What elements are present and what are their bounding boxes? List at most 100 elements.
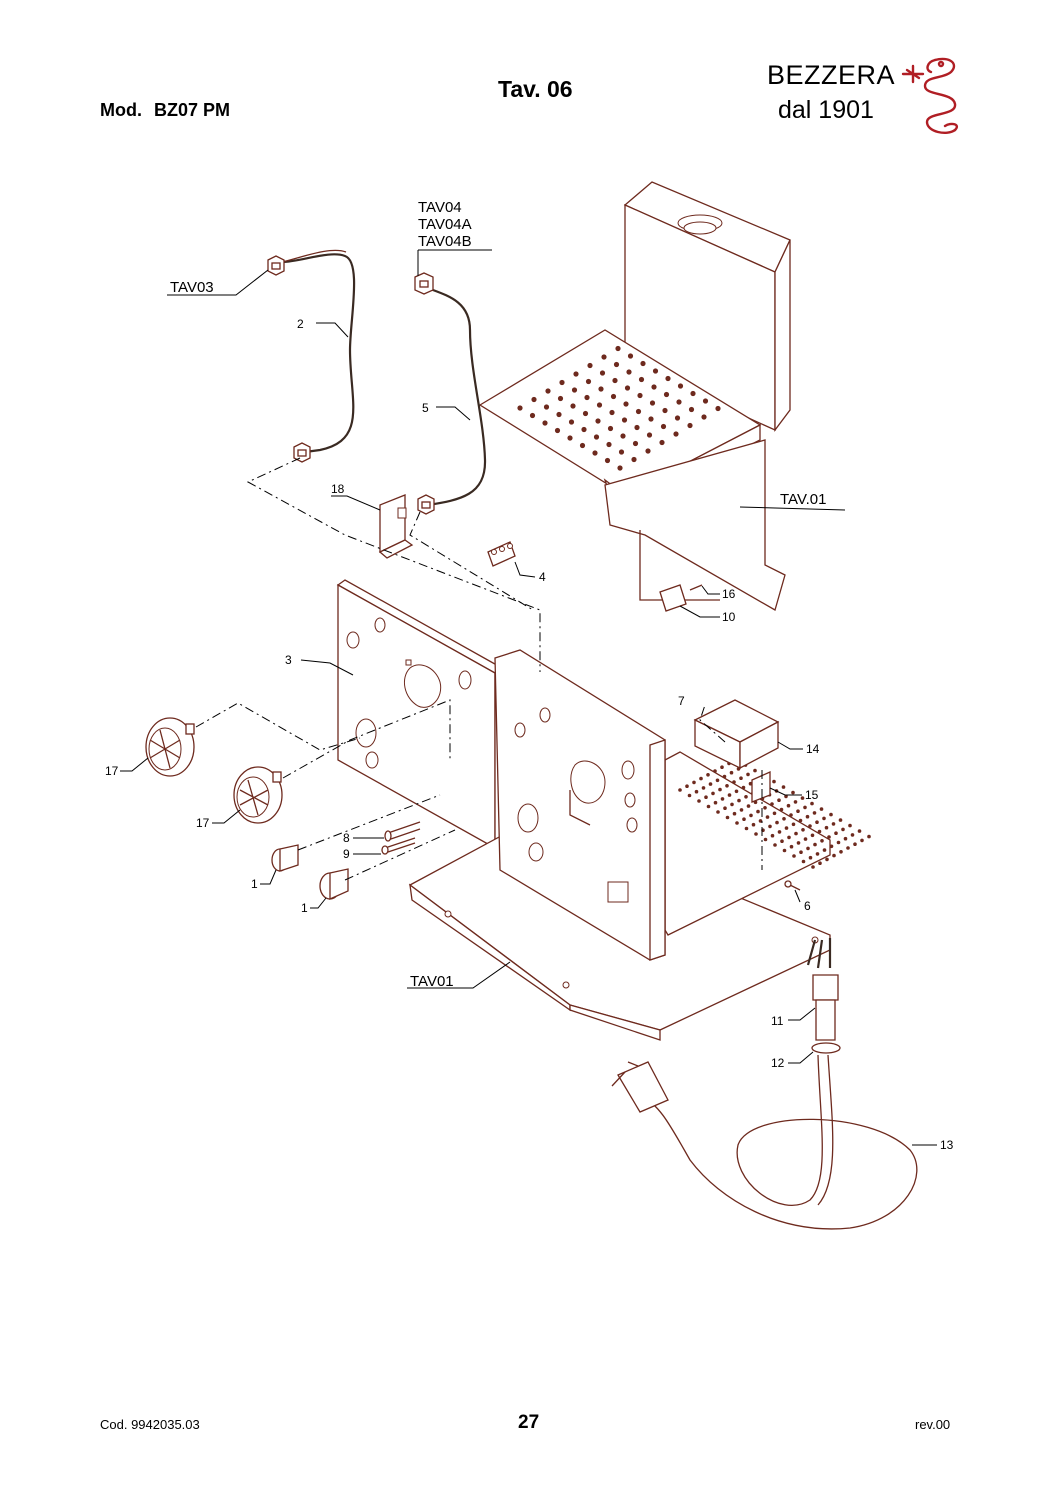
callout-8: 8 xyxy=(343,831,384,845)
perforation-hole xyxy=(739,808,744,812)
perforation-hole xyxy=(746,804,751,808)
cable-5 xyxy=(414,272,487,515)
perforation-hole xyxy=(770,833,775,838)
perforation-hole xyxy=(648,416,654,422)
perforation-hole xyxy=(688,406,695,413)
perforation-hole xyxy=(860,838,864,843)
perforation-hole xyxy=(831,822,836,826)
perforation-hole xyxy=(659,439,665,446)
document-code: Cod. 9942035.03 xyxy=(100,1417,200,1432)
switch-1-upper xyxy=(271,844,299,872)
perforation-hole xyxy=(843,836,848,841)
perforation-hole xyxy=(754,832,758,836)
perforation-hole xyxy=(811,865,815,869)
perforation-hole xyxy=(694,789,699,794)
perforation-hole xyxy=(749,813,753,818)
perforation-hole xyxy=(545,388,551,394)
perforation-hole xyxy=(556,411,562,418)
perforation-hole xyxy=(677,383,684,389)
perforation-hole xyxy=(763,837,768,842)
callout-8-label: 8 xyxy=(343,831,350,845)
callout-7-label: 7 xyxy=(678,694,685,708)
perforation-hole xyxy=(581,426,587,433)
perforation-hole xyxy=(610,393,617,400)
perforation-hole xyxy=(601,354,607,360)
perforation-hole xyxy=(631,456,637,463)
perforation-hole xyxy=(706,804,711,809)
perforation-hole xyxy=(838,818,843,822)
perforation-hole xyxy=(739,776,743,780)
perforation-hole xyxy=(735,821,739,825)
callout-17b-label: 17 xyxy=(196,816,210,830)
perforation-hole xyxy=(730,802,734,807)
perforation-hole xyxy=(598,386,604,392)
perforation-hole xyxy=(765,815,770,819)
perforation-hole xyxy=(777,830,782,834)
perforation-hole xyxy=(587,362,593,369)
perforation-hole xyxy=(746,772,750,777)
perforation-hole xyxy=(832,853,836,858)
perforation-hole xyxy=(822,848,827,852)
callout-4-label: 4 xyxy=(539,570,546,584)
callout-15: 15 xyxy=(769,787,819,802)
ref-tav-01-upper: TAV.01 xyxy=(739,491,846,511)
perforation-hole xyxy=(732,780,736,784)
ref-tav01-lower: TAV01 xyxy=(407,961,511,990)
perforation-hole xyxy=(662,407,668,414)
perforation-hole xyxy=(720,797,725,801)
perforation-hole xyxy=(638,376,645,383)
perforation-hole xyxy=(848,823,852,828)
terminal-block-4 xyxy=(487,541,516,567)
pressure-gauge-upper xyxy=(145,717,195,777)
callout-7: 7 xyxy=(678,694,685,708)
perforation-hole xyxy=(627,353,634,359)
perforation-hole xyxy=(727,793,732,797)
perforation-hole xyxy=(582,410,589,417)
perforation-hole xyxy=(660,423,667,430)
ref-tav04a-label: TAV04A xyxy=(418,216,472,233)
callout-14: 14 xyxy=(777,741,820,756)
perforation-hole xyxy=(692,780,696,785)
perforation-hole xyxy=(674,415,681,421)
perforation-hole xyxy=(665,375,671,382)
bracket-18 xyxy=(378,494,414,559)
perforation-hole xyxy=(678,788,682,792)
callout-13-label: 13 xyxy=(940,1138,954,1152)
perforation-hole xyxy=(827,835,831,839)
perforation-hole xyxy=(796,809,800,813)
ref-tav03-label: TAV03 xyxy=(170,279,214,296)
side-panel-upper xyxy=(604,439,786,611)
perforation-hole xyxy=(793,800,798,804)
perforation-hole xyxy=(753,768,757,773)
perforation-hole xyxy=(708,782,713,786)
callout-16-label: 16 xyxy=(722,587,736,601)
perforation-hole xyxy=(829,812,833,817)
perforation-hole xyxy=(841,827,845,832)
perforation-hole xyxy=(758,819,763,823)
screw-6 xyxy=(784,880,801,891)
perforation-hole xyxy=(772,779,776,784)
ref-tav-01-upper-label: TAV.01 xyxy=(780,491,826,508)
pressure-gauge-lower xyxy=(233,766,283,824)
callout-16: 16 xyxy=(701,585,736,601)
perforation-hole xyxy=(725,784,729,788)
ref-tav04-label: TAV04 xyxy=(418,199,462,216)
screw-9 xyxy=(381,837,416,855)
perforation-hole xyxy=(791,822,796,827)
perforation-hole xyxy=(798,818,803,823)
perforation-hole xyxy=(579,442,586,449)
perforation-hole xyxy=(742,817,746,821)
revision-label: rev.00 xyxy=(915,1417,951,1432)
callout-12-label: 12 xyxy=(771,1056,785,1070)
perforation-hole xyxy=(867,834,871,839)
perforation-hole xyxy=(725,815,730,820)
perforation-hole xyxy=(557,395,564,402)
perforation-hole xyxy=(690,390,696,397)
callout-2: 2 xyxy=(297,317,349,338)
perforation-hole xyxy=(620,433,626,439)
perforation-hole xyxy=(782,848,787,853)
perforation-hole xyxy=(673,431,679,437)
perforation-hole xyxy=(599,370,606,376)
callout-3: 3 xyxy=(285,653,354,676)
cable-2 xyxy=(267,249,356,463)
